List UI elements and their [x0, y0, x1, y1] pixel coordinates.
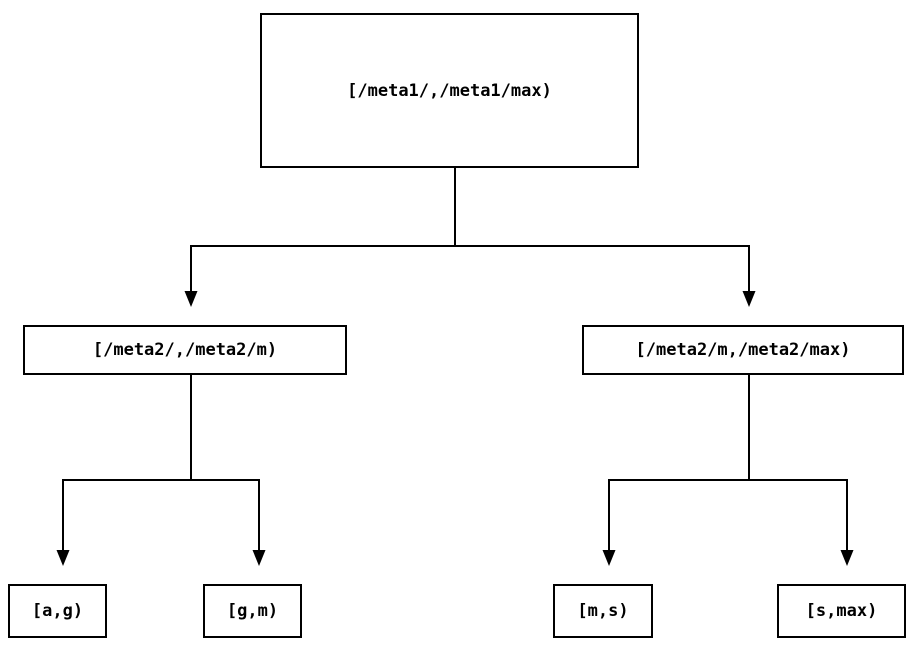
- node-leaf-g-m: [g,m): [203, 584, 302, 638]
- arrowhead-leaf-gm: [252, 550, 266, 566]
- arrowhead-l2-right: [742, 291, 756, 307]
- node-meta2-left-range: [/meta2/,/meta2/m): [23, 325, 347, 375]
- node-leaf-s-max: [s,max): [777, 584, 906, 638]
- arrowhead-l2-left: [184, 291, 198, 307]
- node-root-range: [/meta1/,/meta1/max): [260, 13, 639, 168]
- arrowhead-leaf-ms: [602, 550, 616, 566]
- arrowhead-leaf-smax: [840, 550, 854, 566]
- node-leaf-m-s: [m,s): [553, 584, 653, 638]
- node-leaf-a-g: [a,g): [8, 584, 107, 638]
- arrowhead-leaf-ag: [56, 550, 70, 566]
- node-meta2-right-range: [/meta2/m,/meta2/max): [582, 325, 904, 375]
